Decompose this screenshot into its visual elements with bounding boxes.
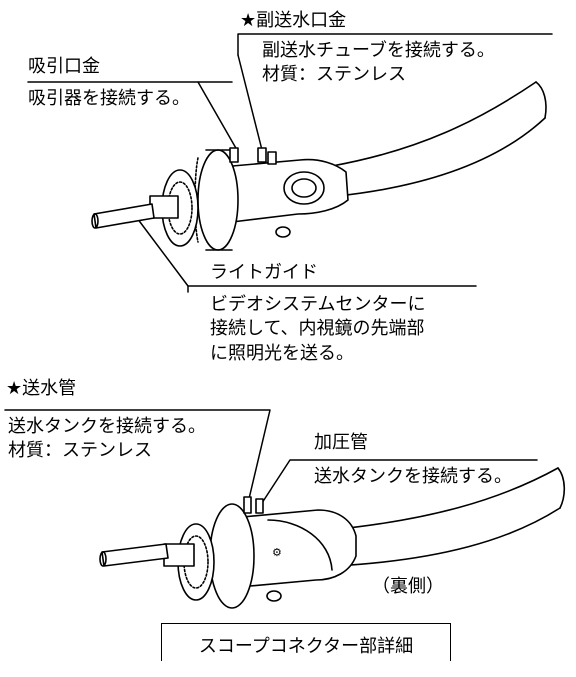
label-kyuin-title: 吸引口金 [28,56,100,77]
label-sousui-desc1: 送水タンクを接続する。 [8,416,206,437]
connector-bottom-view: ⚙ [99,467,566,609]
connector-top-view [91,81,547,251]
label-fuku-sousui-title: ★副送水口金 [240,10,347,31]
label-back-side: （裏側） [372,576,444,597]
leader-lines-bottom [4,409,538,507]
diagram-caption: スコープコネクター部詳細 [198,636,414,657]
label-kyuin-desc: 吸引器を接続する。 [28,88,190,109]
label-light-guide-desc1: ビデオシステムセンターに [210,294,426,315]
leader-lines-top [27,33,553,293]
label-fuku-sousui-desc2: 材質：ステンレス [262,64,406,85]
label-kaatsu-desc: 送水タンクを接続する。 [314,466,512,487]
label-fuku-sousui-desc1: 副送水チューブを接続する。 [262,40,495,61]
label-sousui-title: ★送水管 [6,378,77,399]
label-light-guide-title: ライトガイド [210,262,318,283]
caption-box: スコープコネクター部詳細 [161,623,451,661]
label-kaatsu-title: 加圧管 [314,432,368,453]
connector-symbol-glyph: ⚙ [272,546,282,559]
label-sousui-desc2: 材質：ステンレス [8,440,152,461]
label-light-guide-desc3: に照明光を送る。 [210,343,354,364]
label-light-guide-desc2: 接続して、内視鏡の先端部 [210,318,425,339]
